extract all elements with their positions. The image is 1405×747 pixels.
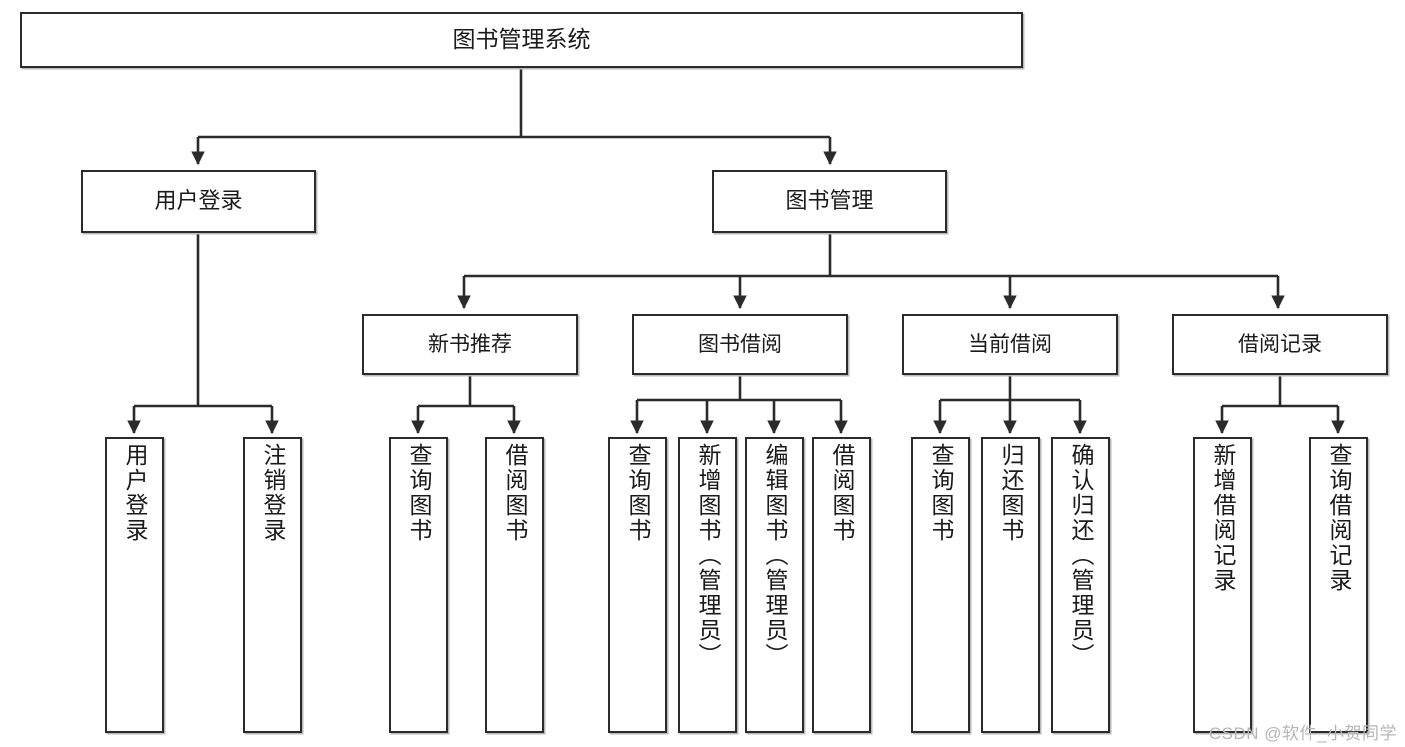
leaf-borrow-book-recommend[interactable]: 借阅图书	[485, 437, 544, 733]
node-label: 新书推荐	[428, 332, 512, 356]
leaf-query-borrow-record[interactable]: 查询借阅记录	[1309, 437, 1368, 733]
node-root-system[interactable]: 图书管理系统	[20, 12, 1023, 68]
node-label: 用户登录	[122, 443, 148, 543]
node-label: 注销登录	[260, 443, 286, 543]
leaf-add-borrow-record[interactable]: 新增借阅记录	[1193, 437, 1252, 733]
node-user-login[interactable]: 用户登录	[81, 170, 316, 233]
node-label: 查询借阅记录	[1326, 443, 1352, 593]
node-label: 用户登录	[154, 188, 243, 214]
node-label: 编辑图书（管理员）	[762, 443, 788, 668]
leaf-logout[interactable]: 注销登录	[243, 437, 302, 733]
node-label: 借阅图书	[502, 443, 528, 543]
node-label: 新增图书（管理员）	[695, 443, 721, 668]
node-borrow-record[interactable]: 借阅记录	[1172, 314, 1388, 375]
node-label: 查询图书	[625, 443, 651, 543]
node-label: 当前借阅	[968, 332, 1052, 356]
node-label: 图书管理	[785, 188, 874, 214]
node-label: 借阅图书	[829, 443, 855, 543]
node-label: 确认归还（管理员）	[1068, 443, 1094, 668]
node-new-book-recommend[interactable]: 新书推荐	[362, 314, 578, 375]
node-label: 图书借阅	[698, 332, 782, 356]
node-book-management[interactable]: 图书管理	[712, 170, 947, 233]
leaf-confirm-return-admin[interactable]: 确认归还（管理员）	[1051, 437, 1110, 733]
node-label: 归还图书	[998, 443, 1024, 543]
leaf-add-book-admin[interactable]: 新增图书（管理员）	[678, 437, 737, 733]
leaf-query-book-recommend[interactable]: 查询图书	[389, 437, 448, 733]
node-label: 新增借阅记录	[1210, 443, 1236, 593]
node-book-borrow[interactable]: 图书借阅	[632, 314, 848, 375]
leaf-return-book[interactable]: 归还图书	[981, 437, 1040, 733]
leaf-user-login[interactable]: 用户登录	[105, 437, 164, 733]
node-label: 查询图书	[406, 443, 432, 543]
leaf-edit-book-admin[interactable]: 编辑图书（管理员）	[745, 437, 804, 733]
leaf-query-book-borrow[interactable]: 查询图书	[608, 437, 667, 733]
node-label: 图书管理系统	[452, 26, 591, 53]
node-label: 借阅记录	[1238, 332, 1322, 356]
node-label: 查询图书	[928, 443, 954, 543]
node-current-borrow[interactable]: 当前借阅	[902, 314, 1118, 375]
leaf-query-book-current[interactable]: 查询图书	[911, 437, 970, 733]
watermark-text: CSDN @软件_小贺同学	[1208, 724, 1397, 743]
leaf-borrow-book[interactable]: 借阅图书	[812, 437, 871, 733]
